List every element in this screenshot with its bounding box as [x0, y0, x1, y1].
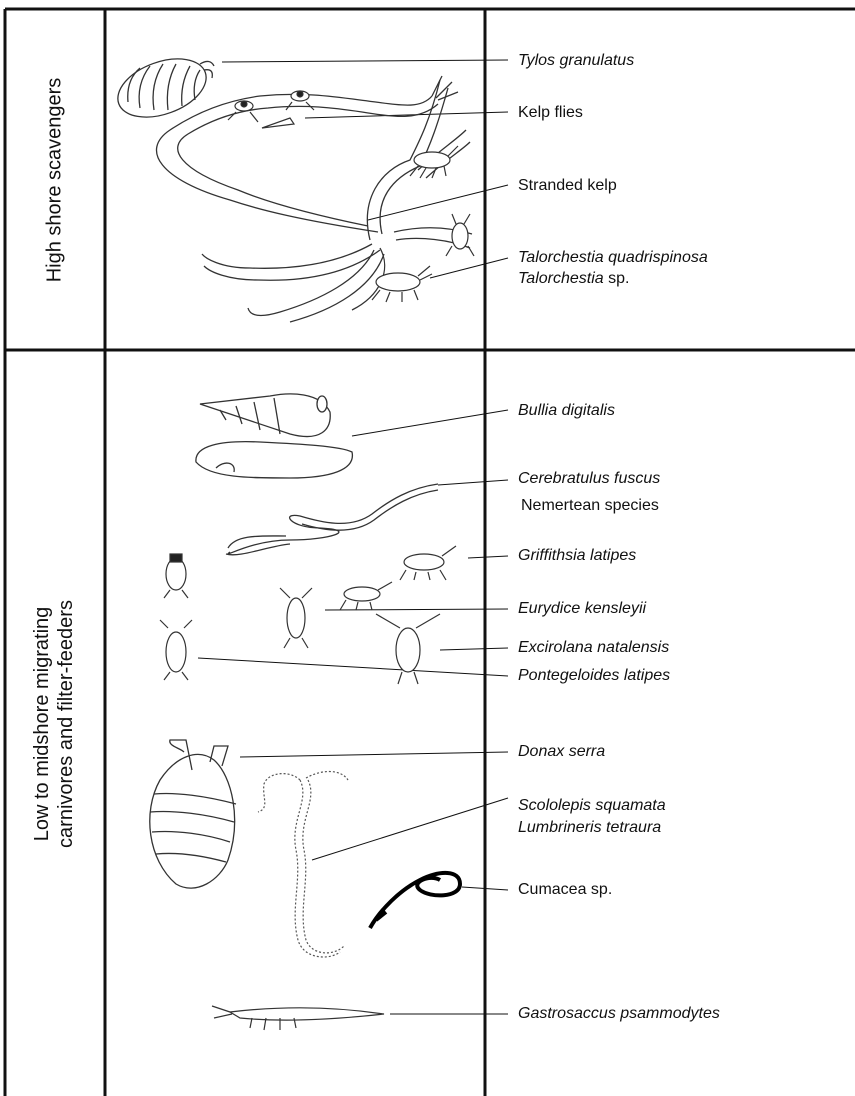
amphipod-icon: [372, 146, 474, 302]
shrimp-icon: [212, 1006, 384, 1030]
species-label-bullia: Bullia digitalis: [518, 401, 615, 421]
species-label-donax: Donax serra: [518, 742, 605, 762]
species-label-cumacea: Cumacea sp.: [518, 880, 612, 900]
species-label-talorchestia-quadrispinosa: Talorchestia quadrispinosa: [518, 248, 708, 268]
species-label-suffix: sp.: [604, 270, 630, 287]
cumacean-icon: [370, 873, 460, 928]
species-label-cerebratulus: Cerebratulus fuscus: [518, 469, 660, 489]
species-label-genus: Talorchestia: [518, 270, 604, 287]
polychaete-worm-icon: [258, 772, 348, 957]
nemertean-worm-icon: [226, 484, 438, 555]
kelp-fly-icon: [228, 91, 314, 128]
isopod-icon: [160, 546, 456, 684]
species-label-gastrosaccus: Gastrosaccus psammodytes: [518, 1004, 720, 1024]
species-label-pontegeloides: Pontegeloides latipes: [518, 666, 670, 686]
whelk-icon: [196, 394, 353, 478]
species-label-nemertean: Nemertean species: [521, 496, 659, 516]
row-label-line: carnivores and filter-feeders: [54, 600, 78, 848]
species-label-kelp-flies: Kelp flies: [518, 103, 583, 123]
clam-icon: [150, 740, 236, 888]
species-label-eurydice: Eurydice kensleyii: [518, 599, 646, 619]
leader-lines: [198, 60, 508, 1014]
species-label-talorchestia-sp: Talorchestia sp.: [518, 269, 629, 289]
kelp-icon: [157, 76, 473, 322]
species-label-lumbrineris: Lumbrineris tetraura: [518, 818, 661, 838]
row-label-line: Low to midshore migrating: [30, 600, 54, 848]
species-label-griffithsia: Griffithsia latipes: [518, 546, 636, 566]
row-label-low-midshore: Low to midshore migrating carnivores and…: [4, 352, 104, 1096]
row-label-line: High shore scavengers: [42, 78, 66, 283]
species-label-stranded-kelp: Stranded kelp: [518, 176, 617, 196]
species-label-tylos: Tylos granulatus: [518, 51, 634, 71]
species-label-scololepis: Scololepis squamata: [518, 796, 666, 816]
table-grid: [5, 9, 855, 1096]
species-label-excirolana: Excirolana natalensis: [518, 638, 669, 658]
row-label-high-shore: High shore scavengers: [4, 10, 104, 350]
isopod-icon: [110, 48, 214, 128]
